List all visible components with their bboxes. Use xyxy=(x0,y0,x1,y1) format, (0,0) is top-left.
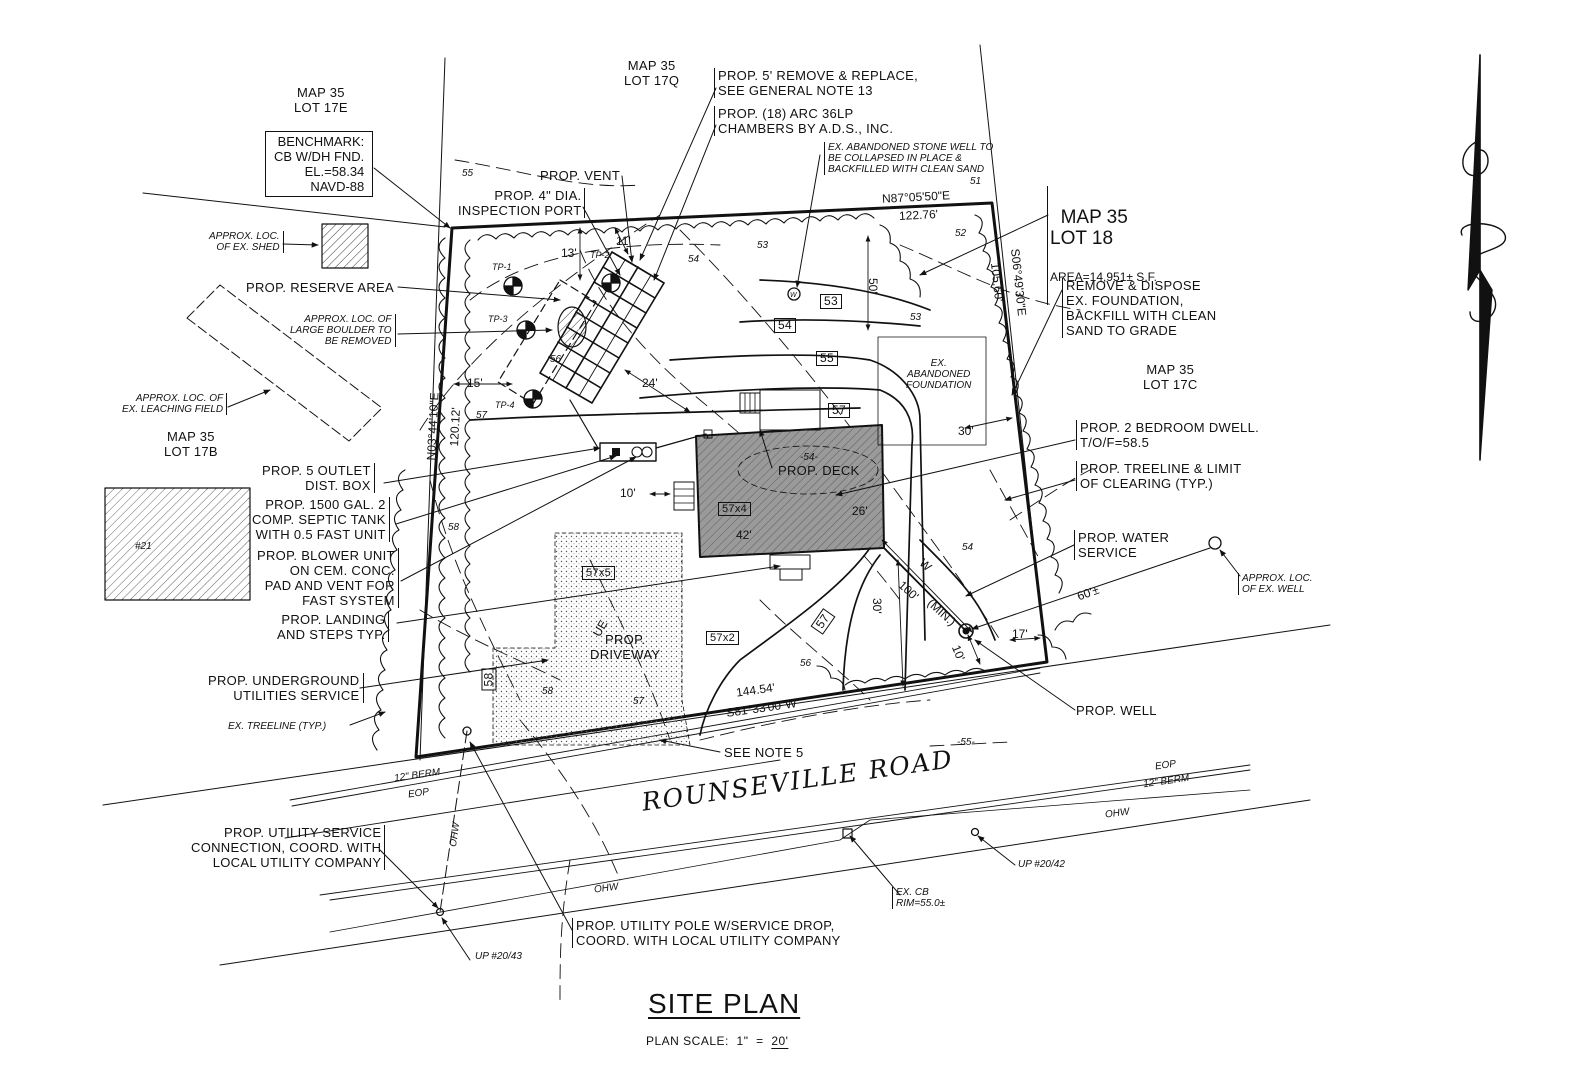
note-ex-cb: EX. CB RIM=55.0± xyxy=(892,887,945,909)
dim-30-east: 30' xyxy=(958,424,974,438)
distance-west: 120.12' xyxy=(447,407,464,447)
contour-label-55: 55 xyxy=(816,351,838,366)
note-leaching-field: APPROX. LOC. OF EX. LEACHING FIELD xyxy=(122,393,228,415)
callout-inspection-port: PROP. 4" DIA. INSPECTION PORT xyxy=(458,188,586,218)
note-ex-well: APPROX. LOC. OF EX. WELL xyxy=(1238,573,1313,595)
test-pit-4: TP-4 xyxy=(495,400,515,410)
callout-vent: PROP. VENT xyxy=(540,168,621,183)
callout-remove-foundation: REMOVE & DISPOSE EX. FOUNDATION, BACKFIL… xyxy=(1062,278,1216,338)
ex-contour-54-east: 54 xyxy=(962,542,974,553)
plan-scale: PLAN SCALE: 1" = 20' xyxy=(646,1034,788,1048)
ex-contour-53-inner: 53 xyxy=(910,312,922,323)
ex-contour-56: 56 xyxy=(550,354,562,365)
callout-blower-unit: PROP. BLOWER UNIT ON CEM. CONC. PAD AND … xyxy=(257,548,399,608)
spot-57x5: 57x5 xyxy=(582,566,616,580)
note-ex-treeline: EX. TREELINE (TYP.) xyxy=(228,721,327,732)
plan-scale-value: 20' xyxy=(771,1034,789,1048)
lot-18-title: MAP 35 LOT 18 xyxy=(1050,207,1128,249)
dim-30-south: 30' xyxy=(870,598,884,614)
contour-label-58: 58 xyxy=(481,668,497,691)
test-pit-1: TP-1 xyxy=(492,262,512,272)
ex-well-symbol-label: W xyxy=(790,292,797,299)
lot-18-boundary xyxy=(414,201,1049,759)
contour-label-53: 53 xyxy=(820,294,842,309)
spot-57x4: 57x4 xyxy=(718,502,752,516)
note-up-20-42: UP #20/42 xyxy=(1018,859,1065,870)
lot-18-label: MAP 35 LOT 18 AREA=14,951± S.F. xyxy=(1047,186,1157,305)
driveway-label: PROP. DRIVEWAY xyxy=(590,632,661,662)
lot-21-label: #21 xyxy=(135,541,152,552)
lot-18-area: AREA=14,951± S.F. xyxy=(1050,270,1157,284)
dim-26: 26' xyxy=(852,504,868,518)
test-pit-2: TP-2 xyxy=(590,250,610,260)
callout-utility-connection: PROP. UTILITY SERVICE CONNECTION, COORD.… xyxy=(191,825,386,870)
note-up-20-43: UP #20/43 xyxy=(475,951,522,962)
ex-contour-51: 51 xyxy=(970,176,982,187)
callout-water-service: PROP. WATER SERVICE xyxy=(1074,530,1169,560)
ex-contour-57: 57 xyxy=(476,410,488,421)
ex-contour-55: 55 xyxy=(462,168,474,179)
contour-label-57: 57 xyxy=(828,403,850,418)
ex-contour-54: 54 xyxy=(688,254,700,265)
plan-scale-prefix: PLAN SCALE: 1" = xyxy=(646,1034,772,1048)
ex-contour-56-south: 56 xyxy=(800,658,812,669)
dim-13: 13' xyxy=(561,246,577,260)
lot-17c-label: MAP 35 LOT 17C xyxy=(1143,362,1198,392)
note-ex-shed: APPROX. LOC. OF EX. SHED xyxy=(209,231,284,253)
ex-contour-53: 53 xyxy=(757,240,769,251)
dim-10: 10' xyxy=(620,486,636,500)
ex-contour-52: 52 xyxy=(955,228,967,239)
dim-24: 24' xyxy=(642,376,658,390)
dim-17: 17' xyxy=(1012,627,1028,641)
lot-17q-label: MAP 35 LOT 17Q xyxy=(624,58,680,88)
callout-septic-tank: PROP. 1500 GAL. 2 COMP. SEPTIC TANK WITH… xyxy=(252,497,390,542)
callout-chambers: PROP. (18) ARC 36LP CHAMBERS BY A.D.S., … xyxy=(714,106,893,136)
benchmark-box: BENCHMARK: CB W/DH FND. EL.=58.34 NAVD-8… xyxy=(265,131,374,197)
site-plan-title: SITE PLAN xyxy=(648,988,801,1019)
callout-well: PROP. WELL xyxy=(1076,703,1157,718)
callout-landing: PROP. LANDING AND STEPS TYP. xyxy=(277,612,390,642)
spot-57x2: 57x2 xyxy=(706,631,740,645)
dim-11: 11' xyxy=(616,234,631,248)
dim-42: 42' xyxy=(736,528,752,542)
ex-contour-54-deck: -54- xyxy=(800,452,818,463)
ex-contour-55-road: -55- xyxy=(957,737,975,748)
lot-17b-label: MAP 35 LOT 17B xyxy=(164,429,218,459)
callout-dwelling: PROP. 2 BEDROOM DWELL. T/O/F=58.5 xyxy=(1076,420,1259,450)
callout-see-note: SEE NOTE 5 xyxy=(724,745,804,760)
distance-north: 122.76' xyxy=(898,206,939,224)
note-abandoned-foundation: EX. ABANDONED FOUNDATION xyxy=(906,358,972,391)
callout-utility-pole: PROP. UTILITY POLE W/SERVICE DROP, COORD… xyxy=(572,918,841,948)
test-pit-3: TP-3 xyxy=(488,314,508,324)
dim-50: 50' xyxy=(866,278,880,294)
callout-remove-replace: PROP. 5' REMOVE & REPLACE, SEE GENERAL N… xyxy=(714,68,918,98)
dim-15: 15' xyxy=(467,376,483,390)
callout-treeline: PROP. TREELINE & LIMIT OF CLEARING (TYP.… xyxy=(1076,461,1241,491)
callout-reserve-area: PROP. RESERVE AREA xyxy=(246,280,394,295)
note-abandoned-well: EX. ABANDONED STONE WELL TO BE COLLAPSED… xyxy=(824,142,993,175)
note-boulder: APPROX. LOC. OF LARGE BOULDER TO BE REMO… xyxy=(290,314,396,347)
callout-underground-utilities: PROP. UNDERGROUND UTILITIES SERVICE xyxy=(208,673,364,703)
lot-17e-label: MAP 35 LOT 17E xyxy=(294,85,348,115)
ex-contour-58: 58 xyxy=(448,522,460,533)
ex-contour-57-south: 57 xyxy=(633,696,645,707)
ex-contour-58-south: 58 xyxy=(542,686,554,697)
contour-label-54: 54 xyxy=(774,318,796,333)
callout-outlet-box: PROP. 5 OUTLET DIST. BOX xyxy=(262,463,375,493)
deck-label: PROP. DECK xyxy=(778,463,860,478)
